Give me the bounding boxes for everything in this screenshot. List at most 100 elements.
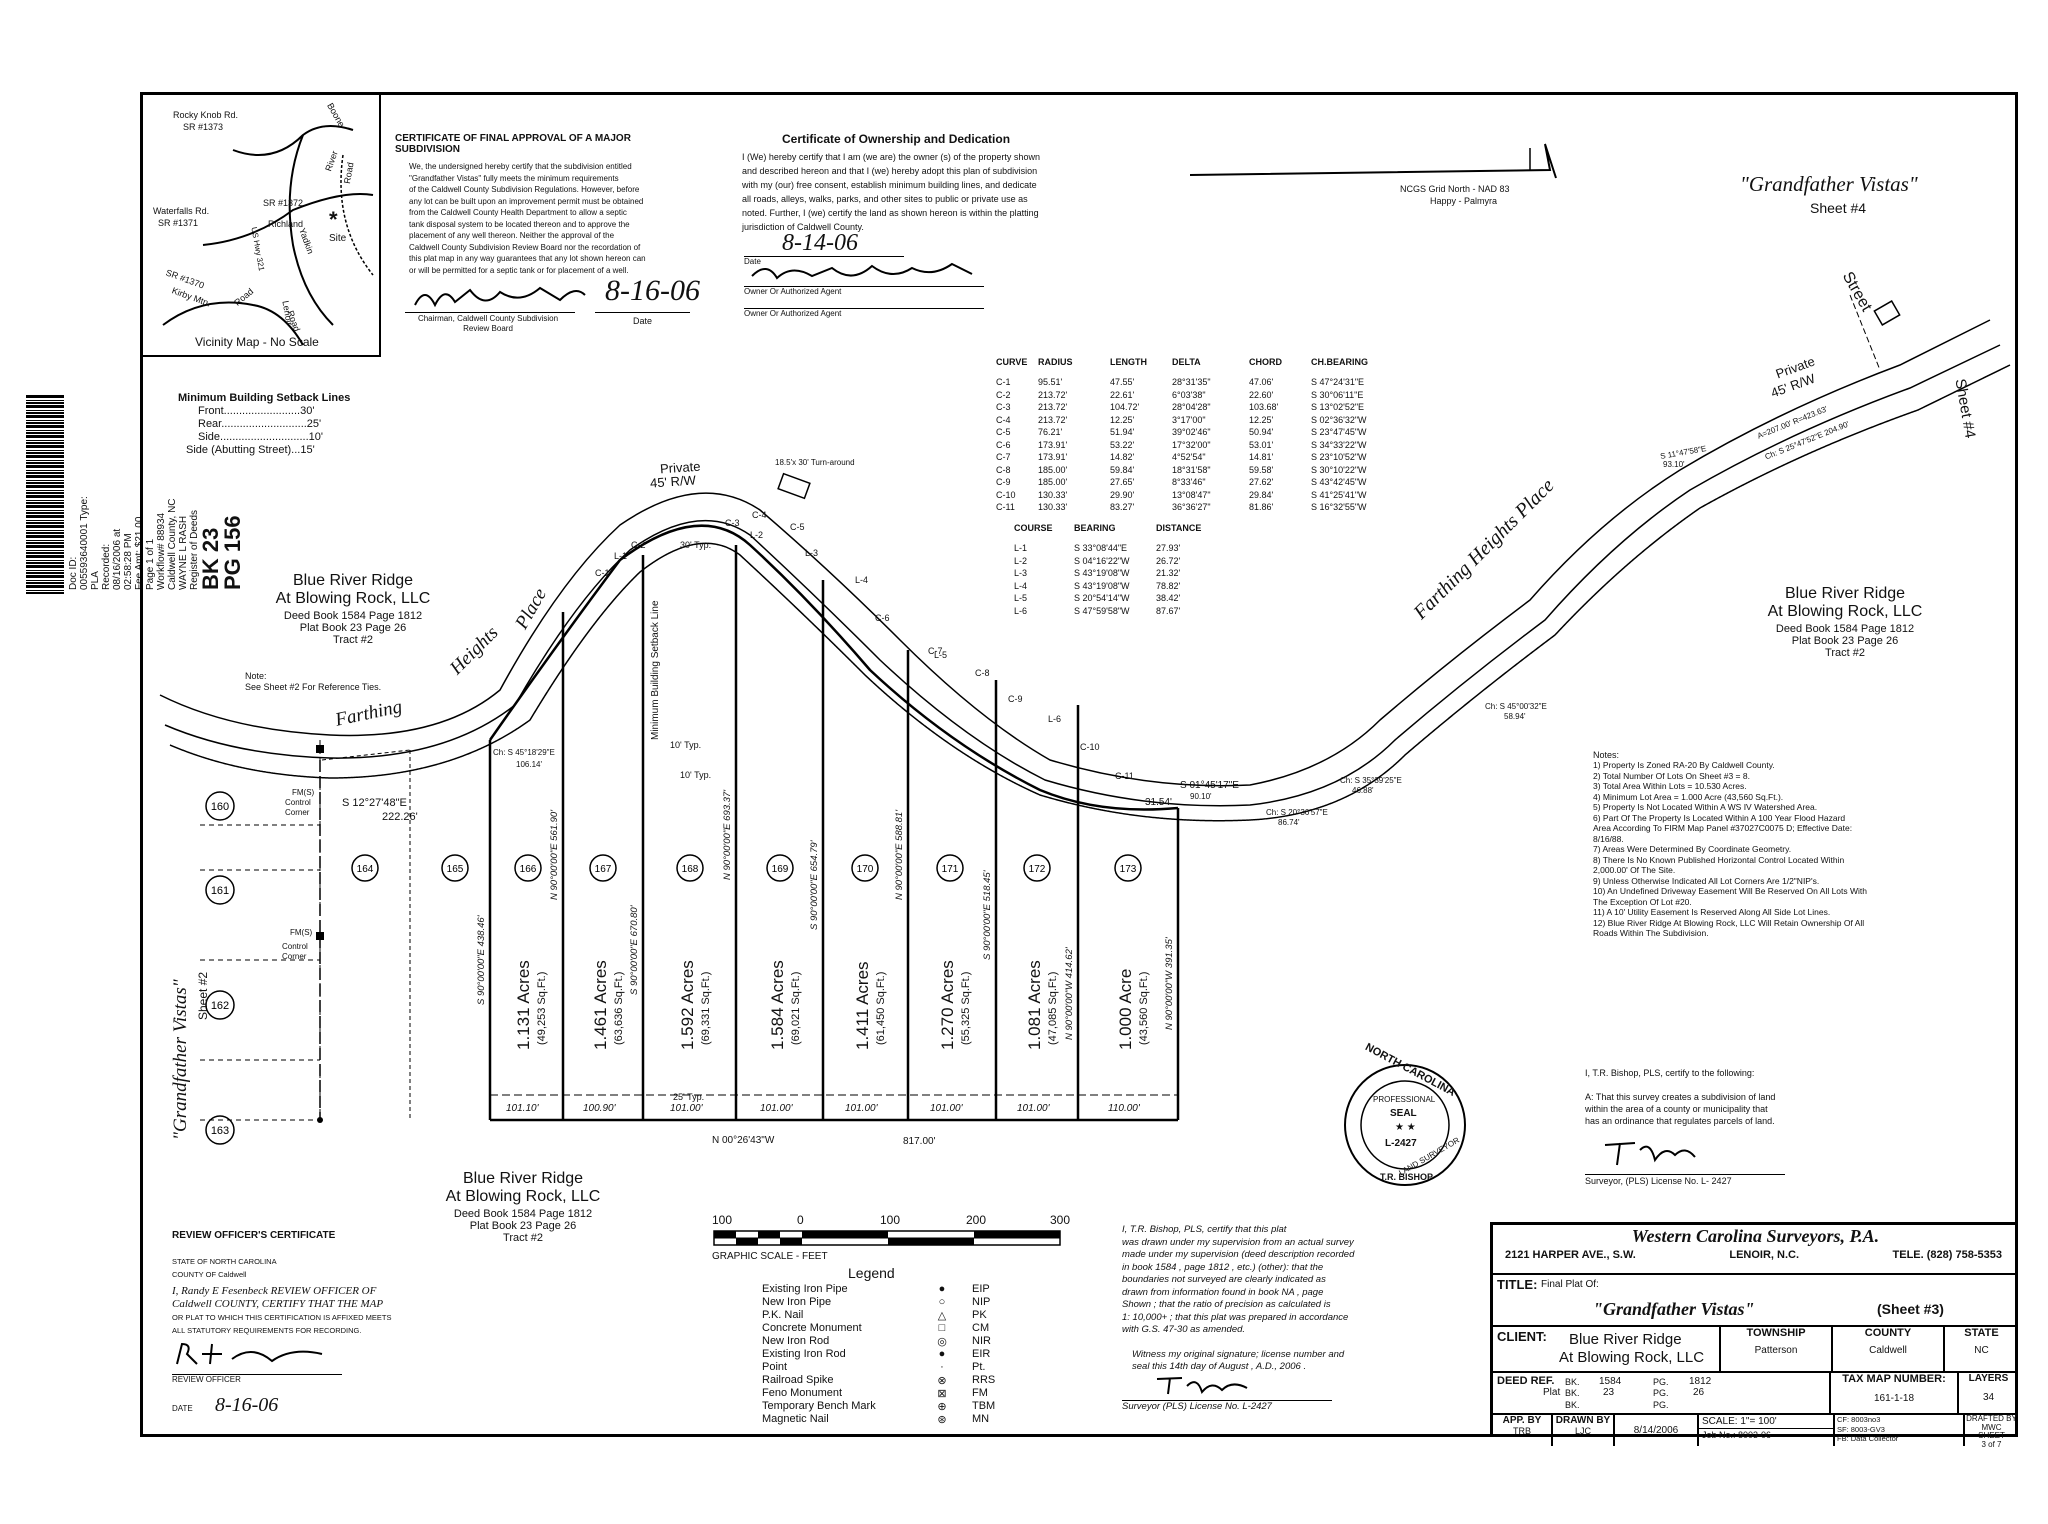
typ-label: 10' Typ. [680,770,712,780]
typ-label: 25' Typ. [673,1092,705,1102]
tax-map-label: TAX MAP NUMBER: [1842,1373,1946,1385]
note-text: See Sheet #2 For Reference Ties. [245,682,382,692]
cert-owner-line: and described hereon and that I (we) her… [742,166,1038,176]
bishop-sig-label: Surveyor (PLS) License No. L-2427 [1122,1401,1272,1412]
owner-name: Blue River Ridge [1784,585,1906,602]
typ-label: 10' Typ. [670,740,702,750]
cert-owner-date: 8-14-06 [782,230,858,256]
bearing-label: S 12°27'48"E [342,797,407,809]
legend-item: Temporary Bench Mark⊕TBM [762,1400,1012,1413]
lot-acreage: 1.000 Acre [1116,968,1135,1050]
cert-final-line: placement of any well thereon. Neither t… [409,231,615,240]
curve-cell: 27.62' [1249,477,1274,487]
curve-cell: 4°52'54" [1172,452,1206,462]
line-cell: L-5 [1014,593,1028,603]
app-label: APP. BY [1502,1415,1542,1426]
vm-label: Waterfalls Rd. [153,206,210,216]
bishop-line: was drawn under my supervision from an a… [1122,1236,1354,1248]
curve-cell: 6°03'38" [1172,389,1206,400]
lot-acreage: 1.131 Acres [514,960,533,1050]
legend-symbol-icon: ⊕ [937,1401,947,1413]
lot-number: 165 [447,864,464,875]
lot-number: 164 [357,864,374,875]
lot-circle [851,854,879,882]
line-cell: L-3 [1014,568,1028,578]
curve-label: C-10 [1080,742,1100,752]
plat-label: Plat [1543,1387,1561,1398]
line-cell: S 43°19'08"W [1074,568,1130,578]
bearing-label: S 01°45'17"E [1180,780,1239,791]
owner-tract: Tract #2 [503,1232,543,1244]
scale-label: GRAPHIC SCALE - FEET [712,1251,828,1262]
scale-tick: 300 [1050,1213,1071,1227]
layers-label: LAYERS [1968,1373,2009,1384]
setback-line-label: Minimum Building Setback Line [650,600,661,740]
lot-frontage: 101.00' [670,1103,703,1114]
chord-label: Ch: S 35°39'25"E [1340,776,1402,785]
lot-frontage: 101.00' [930,1103,963,1114]
bishop-signature [1156,1376,1248,1394]
curve-cell: 39°02'46" [1172,427,1211,437]
review-date-label: DATE [172,1404,193,1413]
site-star-icon: * [329,207,338,232]
sheet-label: SHEET [1978,1431,2005,1440]
lot-frontage: 110.00' [1108,1103,1140,1114]
bishop-line: with G.S. 47-30 as amended. [1122,1324,1246,1335]
adj-lot-number: 163 [211,1125,229,1137]
review-line: Caldwell COUNTY, CERTIFY THAT THE MAP [172,1298,384,1310]
vm-label: Richland [268,219,304,229]
cert-owner-line: I (We) hereby certify that I am (we are)… [742,152,1040,162]
line-cell: S 33°08'44"E [1074,543,1128,553]
curve-cell: 22.60' [1249,389,1274,400]
pg-label: PG. [1653,1400,1669,1410]
lot-acreage: 1.270 Acres [938,960,957,1050]
witness-line: seal this 14th day of August , A.D., 200… [1132,1361,1307,1372]
curve-cell: 76.21' [1038,427,1063,437]
owner-plat: Plat Book 23 Page 26 [469,1220,577,1232]
line-cell: 78.82' [1156,580,1181,591]
curve-cell: 17°32'00" [1172,439,1211,450]
cert-owner-line: with my (our) free consent, establish mi… [742,180,1037,190]
lot-sqft: (55,325 Sq.Ft.) [960,971,972,1045]
lot-number: 168 [682,864,699,875]
company-name: Western Carolina Surveyors, P.A. [1631,1226,1880,1246]
barcode [26,394,64,594]
bottom-bearing: N 00°26'43"W [712,1135,775,1146]
curve-cell: S 30°10'22"W [1311,464,1367,475]
project-sheet: Sheet #4 [1810,200,1867,216]
cert-final-line: Caldwell County Subdivision Review Board… [409,242,641,252]
bk-label: BK. [1565,1388,1580,1398]
drawn-by: LJC [1574,1426,1591,1436]
legend-code: FM [972,1387,988,1399]
company-address: 2121 HARPER AVE., S.W. [1505,1249,1636,1261]
line-cell: S 43°19'08"W [1074,580,1130,591]
curve-label: C-5 [790,522,805,532]
curve-cell: S 34°33'22"W [1311,439,1367,450]
bishop-line: 1: 10,000+ ; that this plat was prepared… [1122,1311,1349,1323]
curve-cell: C-1 [996,377,1011,387]
curve-label: C-7 [928,646,943,656]
owner-bottom: Blue River Ridge At Blowing Rock, LLC De… [418,1170,628,1244]
legend-code: PK [972,1309,987,1321]
turnaround-label: 18.5'x 30' Turn-around [775,458,855,467]
legend-name: New Iron Pipe [762,1296,832,1308]
line-cell: S 04°16'22"W [1074,555,1130,566]
company-city: LENOIR, N.C. [1729,1249,1800,1261]
lot-sqft: (61,450 Sq.Ft.) [875,971,887,1045]
curve-cell: 28°04'28" [1172,402,1211,412]
curve-cell: S 13°02'52"E [1311,402,1365,412]
curve-cell: 36°36'27" [1172,502,1211,512]
legend-symbol-icon: ● [938,1283,946,1295]
setback-title: Minimum Building Setback Lines [178,392,351,404]
legend-item: Existing Iron Rod●EIR [762,1348,1012,1361]
note-item: 11) A 10' Utility Easement Is Reserved A… [1593,907,1831,917]
curve-cell: 173.91' [1038,439,1068,450]
review-line: STATE OF NORTH CAROLINA [172,1257,277,1266]
deed-ref-label: DEED REF. [1497,1375,1555,1387]
lot-number: 170 [857,864,874,875]
chord-dist: 106.14' [516,760,542,769]
curve-label: C-8 [975,668,990,678]
review-officer-label: REVIEW OFFICER [172,1375,241,1384]
curve-cell: 50.94' [1249,427,1274,437]
